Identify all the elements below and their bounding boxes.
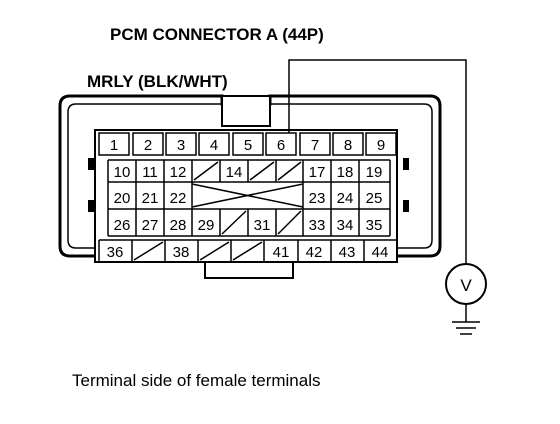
- right-lock-top: [403, 158, 409, 170]
- pin-label: 12: [170, 164, 187, 181]
- voltmeter-symbol: V: [460, 276, 472, 295]
- pin-cell: [365, 132, 397, 156]
- pin-label: 25: [366, 190, 383, 207]
- pin-label: 42: [306, 244, 323, 261]
- pin-label: 41: [273, 244, 290, 261]
- connector-top-latch: [221, 95, 271, 127]
- pin-label: 26: [114, 217, 131, 234]
- pin-label: 7: [311, 137, 319, 154]
- pin-row-2: 10 11 12 14 17 18 19: [107, 159, 391, 183]
- caption: Terminal side of female terminals: [72, 371, 320, 390]
- pin-row-5: 36 38 41 42 43 44: [98, 239, 398, 263]
- pin-label: 36: [107, 244, 124, 261]
- connector-bottom-key: [204, 261, 294, 279]
- pin-row-3: 20 21 22 23 24 25: [107, 182, 391, 210]
- pin-label: 21: [142, 190, 159, 207]
- pin-label: 31: [254, 217, 271, 234]
- pin-label: 34: [337, 217, 354, 234]
- pin-label: 43: [339, 244, 356, 261]
- pin-label: 33: [309, 217, 326, 234]
- pin-cell: [299, 132, 331, 156]
- pin-cell: [198, 132, 230, 156]
- pin-label: 2: [144, 137, 152, 154]
- pin-label: 35: [366, 217, 383, 234]
- pin-cell: [332, 132, 364, 156]
- unused-cross: [191, 183, 304, 208]
- pin-cell: [132, 132, 164, 156]
- pin-label: 11: [142, 164, 158, 181]
- pin-label: 14: [226, 164, 243, 181]
- pin-label: 27: [142, 217, 159, 234]
- probe-wire: [288, 59, 467, 264]
- empty-cavity-slash: [199, 241, 230, 261]
- pin-label: 9: [377, 137, 385, 154]
- empty-cavity-slash: [277, 161, 302, 181]
- pin-label: 4: [210, 137, 218, 154]
- pin-cell: [165, 132, 197, 156]
- pin-label: 1: [110, 137, 118, 154]
- pin-label: 28: [170, 217, 187, 234]
- pin-row-1: 1 2 3 4 5 6 7 8 9: [98, 132, 397, 156]
- ground-icon: [452, 321, 480, 335]
- pin-cell: [232, 132, 264, 156]
- left-lock-top: [88, 158, 94, 170]
- pin-label: 6: [277, 137, 285, 154]
- pin-cell: [98, 132, 130, 156]
- wire-label: MRLY (BLK/WHT): [87, 72, 228, 91]
- pin-label: 20: [114, 190, 131, 207]
- connector-housing: [58, 94, 442, 258]
- empty-cavity-slash: [249, 161, 275, 181]
- pin-label: 5: [244, 137, 252, 154]
- empty-cavity-slash: [232, 241, 263, 261]
- pin-label: 22: [170, 190, 187, 207]
- pin-label: 44: [372, 244, 389, 261]
- right-lock-bottom: [403, 200, 409, 212]
- empty-cavity-slash: [133, 241, 164, 261]
- pin-label: 8: [344, 137, 352, 154]
- pin-label: 24: [337, 190, 354, 207]
- pin-label: 38: [173, 244, 190, 261]
- empty-cavity-slash: [193, 161, 219, 181]
- pin-label: 17: [309, 164, 326, 181]
- pin-label: 10: [114, 164, 131, 181]
- pin-row-4: 26 27 28 29 31 33 34 35: [107, 209, 391, 237]
- pin-label: 29: [198, 217, 215, 234]
- empty-cavity-slash: [221, 210, 247, 235]
- pin-label: 18: [337, 164, 354, 181]
- empty-cavity-slash: [277, 210, 302, 235]
- pin-label: 3: [177, 137, 185, 154]
- pin-label: 19: [366, 164, 383, 181]
- pin-label: 23: [309, 190, 326, 207]
- diagram-title: PCM CONNECTOR A (44P): [110, 25, 324, 44]
- pin-cell: [265, 132, 297, 156]
- connector-inner-wall: [67, 103, 433, 249]
- left-lock-bottom: [88, 200, 94, 212]
